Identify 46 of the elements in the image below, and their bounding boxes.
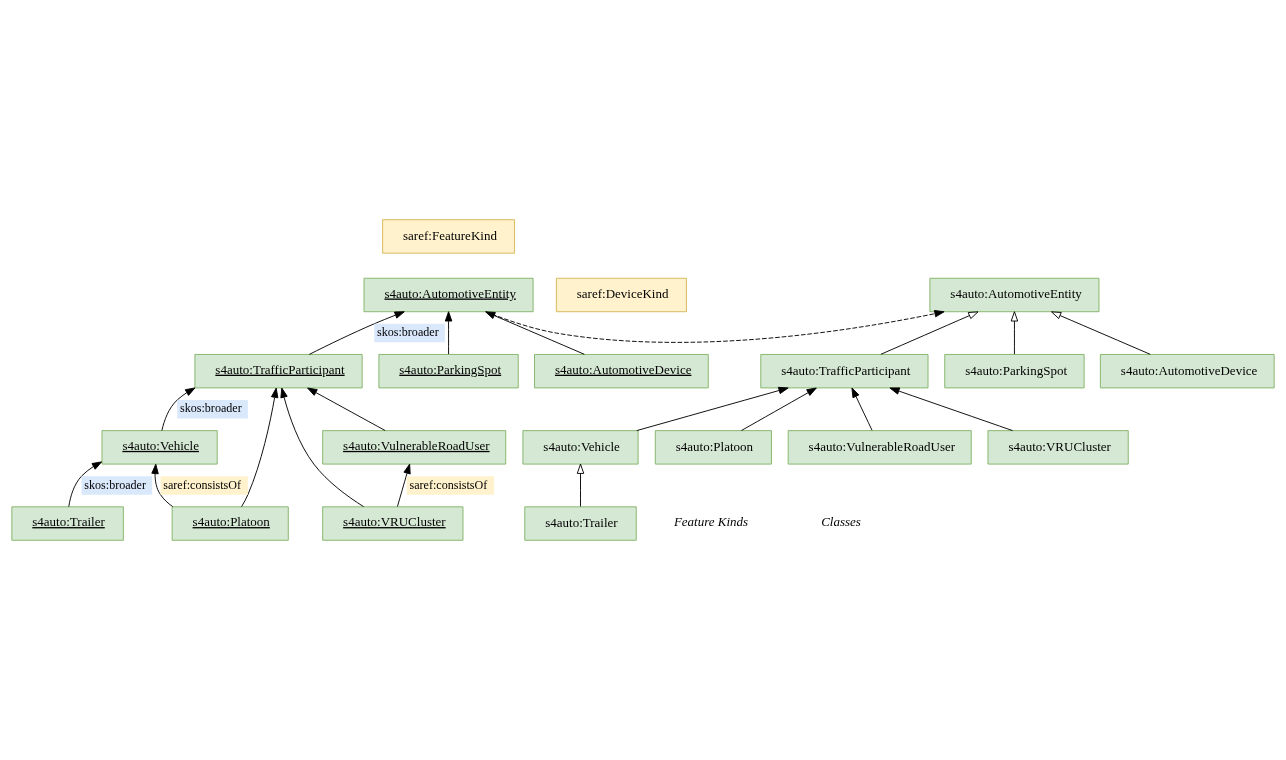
node-box: s4auto:AutomotiveEntity [929, 277, 1100, 313]
node-box: s4auto:VRUCluster [322, 506, 464, 541]
node-box: s4auto:Trailer [524, 506, 637, 541]
edge-label: saref:consistsOf [163, 477, 242, 492]
edge-label: skos:broader [180, 401, 242, 416]
arrow [1010, 311, 1019, 355]
edge-label: skos:broader [84, 477, 146, 492]
node-box: s4auto:Trailer [11, 506, 124, 541]
edge-label: saref:consistsOf [409, 477, 488, 492]
arrow [161, 387, 196, 432]
node-box: s4auto:TrafficParticipant [760, 354, 929, 389]
arrow [1051, 311, 1151, 355]
arrow [741, 387, 817, 431]
arrow [307, 387, 386, 431]
arrow [444, 311, 453, 355]
label: Classes [821, 514, 861, 530]
arrow [68, 461, 103, 508]
node-box: s4auto:AutomotiveDevice [534, 354, 709, 389]
node-box: s4auto:ParkingSpot [378, 354, 519, 389]
edge-label: skos:broader [377, 325, 439, 340]
arrow [485, 310, 945, 343]
label: Feature Kinds [673, 514, 749, 530]
arrow [851, 387, 873, 431]
node-box: s4auto:ParkingSpot [944, 354, 1085, 389]
node-box: s4auto:VulnerableRoadUser [322, 430, 507, 465]
arrow [636, 386, 789, 432]
node-box: s4auto:TrafficParticipant [194, 354, 363, 389]
node-box: s4auto:Platoon [654, 430, 772, 465]
arrow [485, 311, 585, 355]
arrow [308, 311, 405, 355]
node-box: s4auto:AutomotiveDevice [1099, 354, 1275, 389]
arrow [880, 311, 979, 355]
node-box: saref:FeatureKind [382, 219, 515, 254]
arrow [280, 387, 365, 508]
node-box: s4auto:Platoon [171, 506, 289, 541]
node-box: s4auto:Vehicle [522, 430, 639, 465]
arrow [397, 463, 411, 507]
node-box: s4auto:AutomotiveEntity [363, 277, 534, 313]
node-box: s4auto:VRUCluster [987, 430, 1129, 465]
arrow [151, 463, 174, 508]
node-box: s4auto:VulnerableRoadUser [787, 430, 972, 465]
arrow [576, 463, 585, 507]
arrow [241, 387, 279, 508]
node-box: s4auto:Vehicle [101, 430, 218, 465]
arrow [889, 387, 1013, 432]
node-box: saref:DeviceKind [555, 277, 687, 313]
